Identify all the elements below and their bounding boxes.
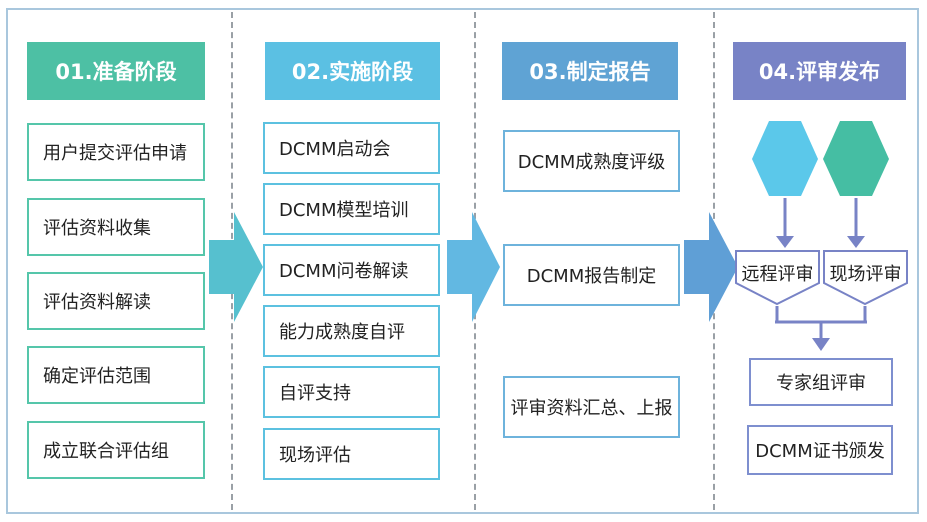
- stage-1-header: 01.准备阶段: [27, 42, 205, 100]
- stage-1-step: 确定评估范围: [27, 346, 205, 404]
- down-arrow-icon: [776, 236, 794, 248]
- stage-arrow: [684, 212, 738, 322]
- stage-2-step: DCMM启动会: [263, 122, 440, 174]
- stage-2-step: DCMM问卷解读: [263, 244, 440, 296]
- onsite-review-label: 现场评审: [829, 264, 902, 285]
- stage-1-step: 评估资料收集: [27, 198, 205, 256]
- stage-3-header: 03.制定报告: [502, 42, 678, 100]
- stage-1-step: 成立联合评估组: [27, 421, 205, 479]
- hexagon-icon: [752, 121, 818, 196]
- down-arrow-icon: [812, 338, 830, 351]
- hexagon-icon: [823, 121, 889, 196]
- down-arrow-icon: [847, 236, 865, 248]
- stage-4-header: 04.评审发布: [733, 42, 906, 100]
- onsite-review-shape: [823, 250, 908, 306]
- stage-4-step: DCMM证书颁发: [747, 425, 893, 475]
- stage-3-step: DCMM报告制定: [503, 244, 680, 306]
- stage-arrow: [447, 212, 500, 322]
- stage-2-header: 02.实施阶段: [265, 42, 440, 100]
- stage-2-step: DCMM模型培训: [263, 183, 440, 235]
- stage-2-step: 现场评估: [263, 428, 440, 480]
- stage-3-step: DCMM成熟度评级: [503, 130, 680, 192]
- stage-2-step: 能力成熟度自评: [263, 305, 440, 357]
- stage-arrow: [209, 212, 263, 322]
- stage-1-step: 用户提交评估申请: [27, 123, 205, 181]
- stage-1-step: 评估资料解读: [27, 272, 205, 330]
- remote-review-shape: [735, 250, 820, 306]
- remote-review-label: 远程评审: [741, 264, 814, 285]
- stage-4-step: 专家组评审: [749, 358, 893, 406]
- stage-2-step: 自评支持: [263, 366, 440, 418]
- stage-3-step: 评审资料汇总、上报: [503, 376, 680, 438]
